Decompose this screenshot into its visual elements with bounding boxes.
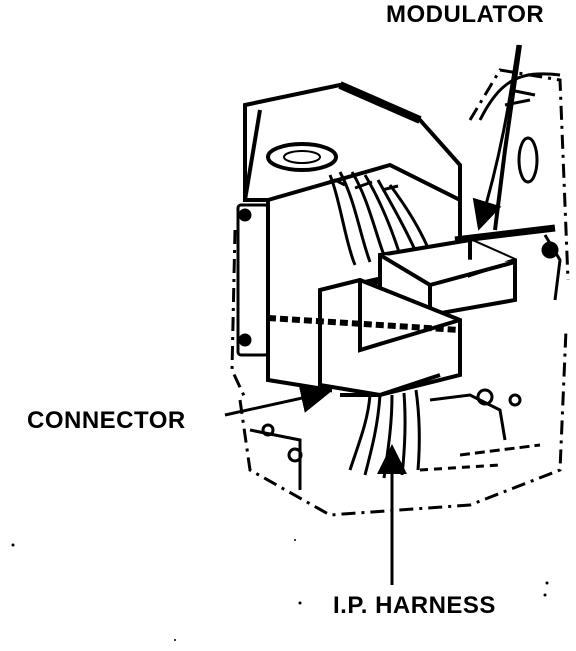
connector-leader (224, 383, 331, 417)
scan-specks (11, 539, 549, 641)
wiring-bundle (319, 171, 430, 266)
connector-label: CONNECTOR (27, 407, 186, 434)
modulator-label: MODULATOR (386, 1, 545, 28)
ip-harness-wires (348, 389, 421, 479)
ip-harness-label: I.P. HARNESS (333, 592, 496, 619)
modulator-leader (472, 44, 520, 231)
lower-bracket (249, 388, 541, 490)
left-mounting-tab (236, 203, 270, 357)
plug-connector (378, 224, 556, 318)
